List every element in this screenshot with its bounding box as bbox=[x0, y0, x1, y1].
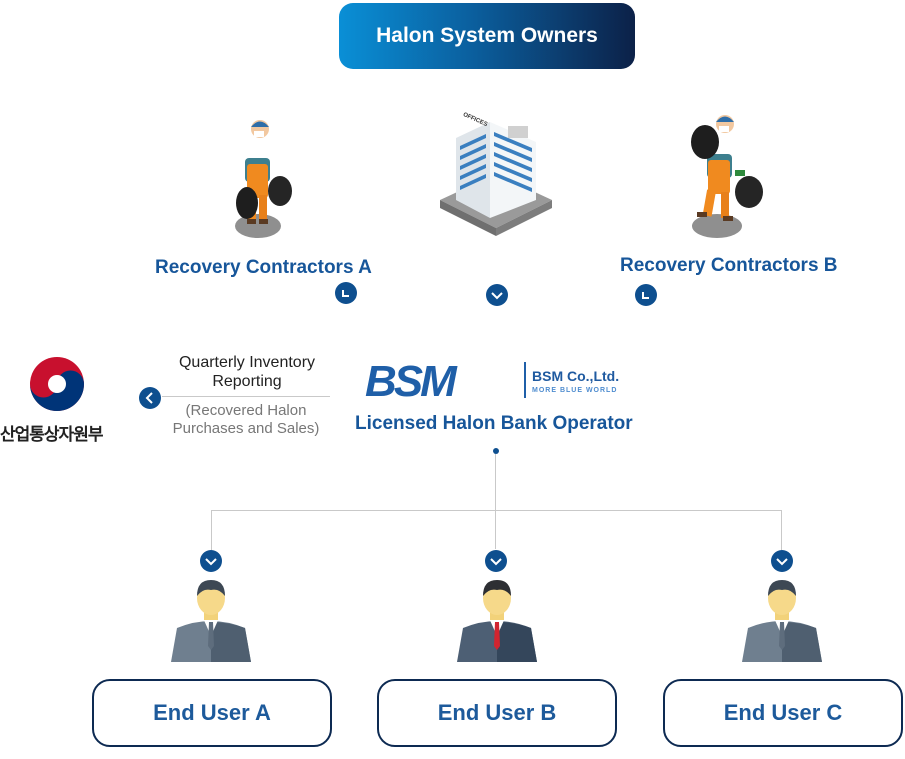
connector-horizontal bbox=[211, 510, 782, 511]
connector-right bbox=[781, 510, 782, 550]
arrow-down-left-icon bbox=[335, 282, 357, 304]
connector-trunk bbox=[495, 454, 496, 549]
recovery-worker-b-icon bbox=[691, 115, 763, 238]
bsm-tagline: MORE BLUE WORLD bbox=[532, 387, 618, 394]
end-user-b-box: End User B bbox=[377, 679, 617, 747]
arrow-down-icon bbox=[485, 550, 507, 572]
reporting-sub-line2: Purchases and Sales) bbox=[172, 420, 320, 437]
end-user-c-box: End User C bbox=[663, 679, 903, 747]
end-user-a-avatar-icon bbox=[171, 580, 251, 662]
end-user-a-label: End User A bbox=[153, 700, 271, 725]
connector-left bbox=[211, 510, 212, 550]
arrow-down-right-icon bbox=[635, 284, 657, 306]
end-user-a-box: End User A bbox=[92, 679, 332, 747]
arrow-down-icon bbox=[486, 284, 508, 306]
end-user-c-avatar-icon bbox=[742, 580, 822, 662]
recovery-contractors-b-label: Recovery Contractors B bbox=[620, 255, 838, 276]
end-user-b-avatar-icon bbox=[457, 580, 537, 662]
ministry-emblem-icon bbox=[30, 357, 84, 411]
arrow-down-icon bbox=[771, 550, 793, 572]
end-user-b-label: End User B bbox=[437, 700, 557, 725]
reporting-divider bbox=[162, 396, 330, 397]
bsm-logo: BSM bbox=[365, 357, 457, 406]
halon-system-owners-box: Halon System Owners bbox=[339, 3, 635, 69]
recovery-worker-a-icon bbox=[235, 120, 292, 238]
arrow-down-icon bbox=[200, 550, 222, 572]
reporting-sub-block: (Recovered Halon Purchases and Sales) bbox=[162, 402, 330, 438]
recovery-contractors-a-label: Recovery Contractors A bbox=[155, 257, 372, 278]
end-user-c-label: End User C bbox=[723, 700, 843, 725]
arrow-left-icon bbox=[139, 387, 161, 409]
reporting-title-line2: Reporting bbox=[212, 373, 282, 390]
ministry-name: 산업통상자원부 bbox=[0, 425, 103, 444]
reporting-sub-line1: (Recovered Halon bbox=[185, 402, 307, 419]
reporting-title-line1: Quarterly Inventory bbox=[178, 354, 316, 371]
office-building-icon bbox=[440, 122, 552, 236]
connector-dot bbox=[493, 448, 499, 454]
bsm-company-name: BSM Co.,Ltd. bbox=[532, 368, 620, 384]
halon-system-owners-label: Halon System Owners bbox=[376, 24, 598, 47]
licensed-operator-label: Licensed Halon Bank Operator bbox=[355, 413, 633, 434]
bsm-logo-divider bbox=[524, 362, 526, 398]
reporting-block: Quarterly Inventory Reporting bbox=[162, 353, 332, 391]
